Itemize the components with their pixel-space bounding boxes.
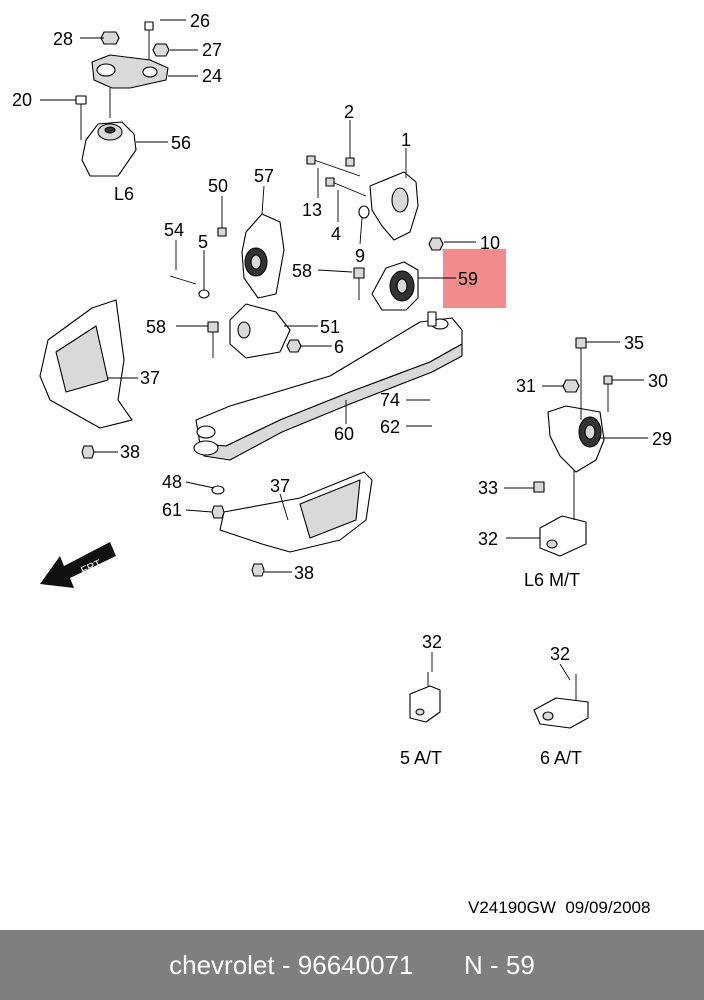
skid-plate-37-left: [39, 299, 133, 459]
footer-brand: chevrolet: [169, 949, 275, 980]
callout-31[interactable]: 31: [516, 376, 536, 396]
callout-38-left[interactable]: 38: [120, 442, 140, 462]
callout-54[interactable]: 54: [164, 220, 184, 240]
upper-bracket-24: [91, 54, 169, 89]
caption-l6-mt: L6 M/T: [524, 570, 580, 590]
callout-24[interactable]: 24: [202, 66, 222, 86]
callout-37-center[interactable]: 37: [270, 476, 290, 496]
callout-4[interactable]: 4: [331, 224, 341, 244]
front-direction-arrow[interactable]: FRT: [40, 542, 116, 588]
callout-59[interactable]: 59: [458, 269, 478, 289]
callout-20[interactable]: 20: [12, 90, 32, 110]
callout-32-5at[interactable]: 32: [422, 632, 442, 652]
crossmember-60: [193, 311, 463, 461]
highlight-box-59: [443, 249, 506, 308]
callout-74[interactable]: 74: [380, 390, 400, 410]
callout-29[interactable]: 29: [652, 429, 672, 449]
footer-part-number: 96640071: [297, 949, 414, 980]
leader-lines: [40, 19, 648, 681]
caption-l6: L6: [114, 184, 134, 204]
parts-diagram: FRT: [12, 11, 672, 768]
skid-plate-37-center: [211, 471, 373, 577]
callout-57[interactable]: 57: [254, 166, 274, 186]
callout-62[interactable]: 62: [380, 417, 400, 437]
footer-bar: chevrolet - 96640071 N - 59: [0, 930, 704, 1000]
callout-51[interactable]: 51: [320, 317, 340, 337]
callout-9[interactable]: 9: [355, 246, 365, 266]
at6-bracket-32: [533, 674, 589, 729]
callout-26[interactable]: 26: [190, 11, 210, 31]
l6-upper-mount-assembly: [75, 21, 170, 177]
callout-58-left[interactable]: 58: [146, 317, 166, 337]
callout-28[interactable]: 28: [53, 29, 73, 49]
callout-58-top[interactable]: 58: [292, 261, 312, 281]
engine-mount-56: [81, 121, 137, 177]
callout-27[interactable]: 27: [202, 40, 222, 60]
callout-labels: 26 28 27 24 20 56 L6 2 1 13 4 9 10 50 57…: [12, 11, 672, 768]
at5-bracket-32: [409, 672, 441, 723]
callout-37-left[interactable]: 37: [140, 368, 160, 388]
right-mount-assembly: [306, 155, 444, 311]
callout-48[interactable]: 48: [162, 472, 182, 492]
l6-mt-mount-assembly: [533, 337, 613, 557]
callout-38-center[interactable]: 38: [294, 563, 314, 583]
drawing-code-and-date: V24190GW 09/09/2008: [468, 898, 650, 918]
callout-60[interactable]: 60: [334, 424, 354, 444]
drawing-code: V24190GW: [468, 898, 556, 917]
callout-2[interactable]: 2: [344, 102, 354, 122]
callout-5[interactable]: 5: [198, 232, 208, 252]
callout-61[interactable]: 61: [162, 500, 182, 520]
center-mount-assembly: [169, 213, 302, 359]
callout-56[interactable]: 56: [171, 133, 191, 153]
caption-5at: 5 A/T: [400, 748, 442, 768]
callout-6[interactable]: 6: [334, 337, 344, 357]
callout-13[interactable]: 13: [302, 200, 322, 220]
drawing-date: 09/09/2008: [565, 898, 651, 917]
bracket-51: [229, 303, 291, 359]
footer-ref-label: N - 59: [464, 949, 535, 980]
callout-50[interactable]: 50: [208, 176, 228, 196]
callout-32-6at[interactable]: 32: [550, 644, 570, 664]
callout-33[interactable]: 33: [478, 478, 498, 498]
caption-6at: 6 A/T: [540, 748, 582, 768]
callout-35[interactable]: 35: [624, 333, 644, 353]
callout-10[interactable]: 10: [480, 233, 500, 253]
footer-separator: -: [281, 949, 291, 980]
callout-30[interactable]: 30: [648, 371, 668, 391]
callout-32-l6mt[interactable]: 32: [478, 529, 498, 549]
callout-1[interactable]: 1: [401, 130, 411, 150]
